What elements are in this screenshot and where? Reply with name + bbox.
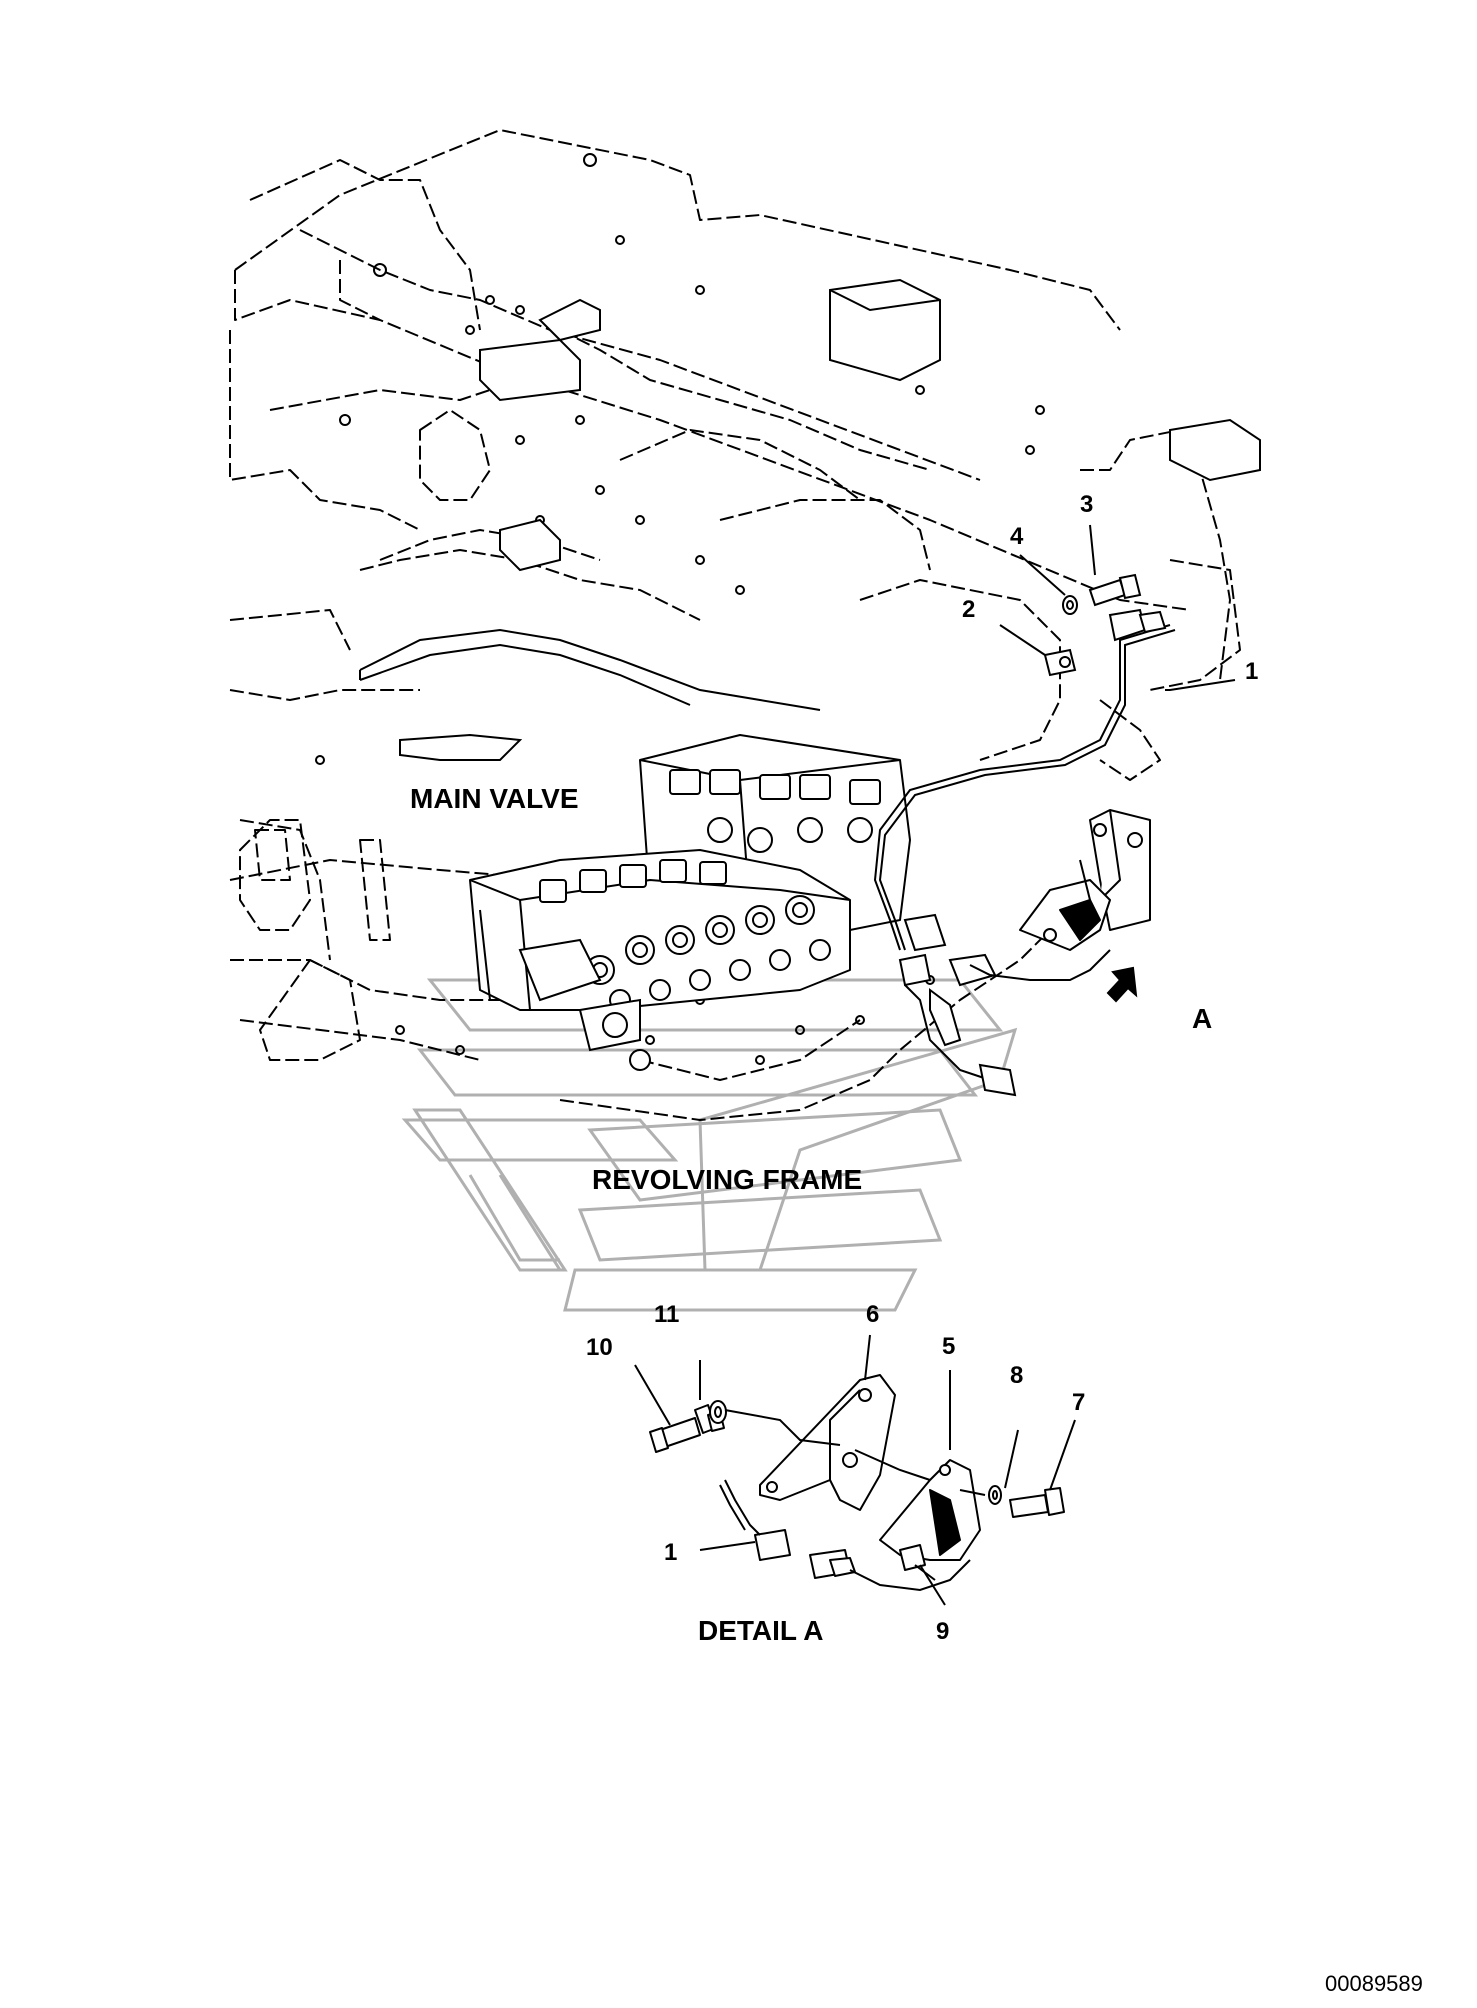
callout-10-detail: 10 xyxy=(586,1334,613,1361)
frame-bolt-holes xyxy=(315,153,1045,1065)
main-valve-spools xyxy=(518,769,881,1071)
callout-3-top: 3 xyxy=(1080,491,1094,518)
view-a-label: A xyxy=(1192,1003,1213,1034)
callout-1-top: 1 xyxy=(1245,658,1259,685)
hose-routing xyxy=(359,628,821,761)
callout-9-detail: 9 xyxy=(936,1618,950,1645)
harness-and-sensor xyxy=(873,608,1176,1097)
watermark-logo xyxy=(401,978,1018,1312)
revolving-frame-label: REVOLVING FRAME xyxy=(592,1164,863,1195)
detail-a-label: DETAIL A xyxy=(698,1615,824,1646)
sensor-bracket-assembly xyxy=(1019,809,1151,951)
view-a-arrow xyxy=(1106,966,1138,1003)
detail-a-wires-and-leaders xyxy=(634,1334,1076,1606)
callout-1-detail: 1 xyxy=(664,1539,678,1566)
main-valve-label: MAIN VALVE xyxy=(410,783,579,814)
callout-7-detail: 7 xyxy=(1072,1389,1086,1416)
document-id: 00089589 xyxy=(1325,1971,1423,1996)
fastener-parts-top xyxy=(1043,573,1142,677)
callout-2-top: 2 xyxy=(962,596,976,623)
frame-mounting-pads xyxy=(479,278,1261,572)
leader-lines-top xyxy=(999,524,1236,691)
callout-8-detail: 8 xyxy=(1010,1362,1024,1389)
callout-6-detail: 6 xyxy=(866,1301,880,1328)
callout-5-detail: 5 xyxy=(942,1333,956,1360)
callout-4-top: 4 xyxy=(1010,523,1024,550)
revolving-frame-drawing xyxy=(229,129,1241,1121)
callout-11-detail: 11 xyxy=(654,1301,680,1328)
